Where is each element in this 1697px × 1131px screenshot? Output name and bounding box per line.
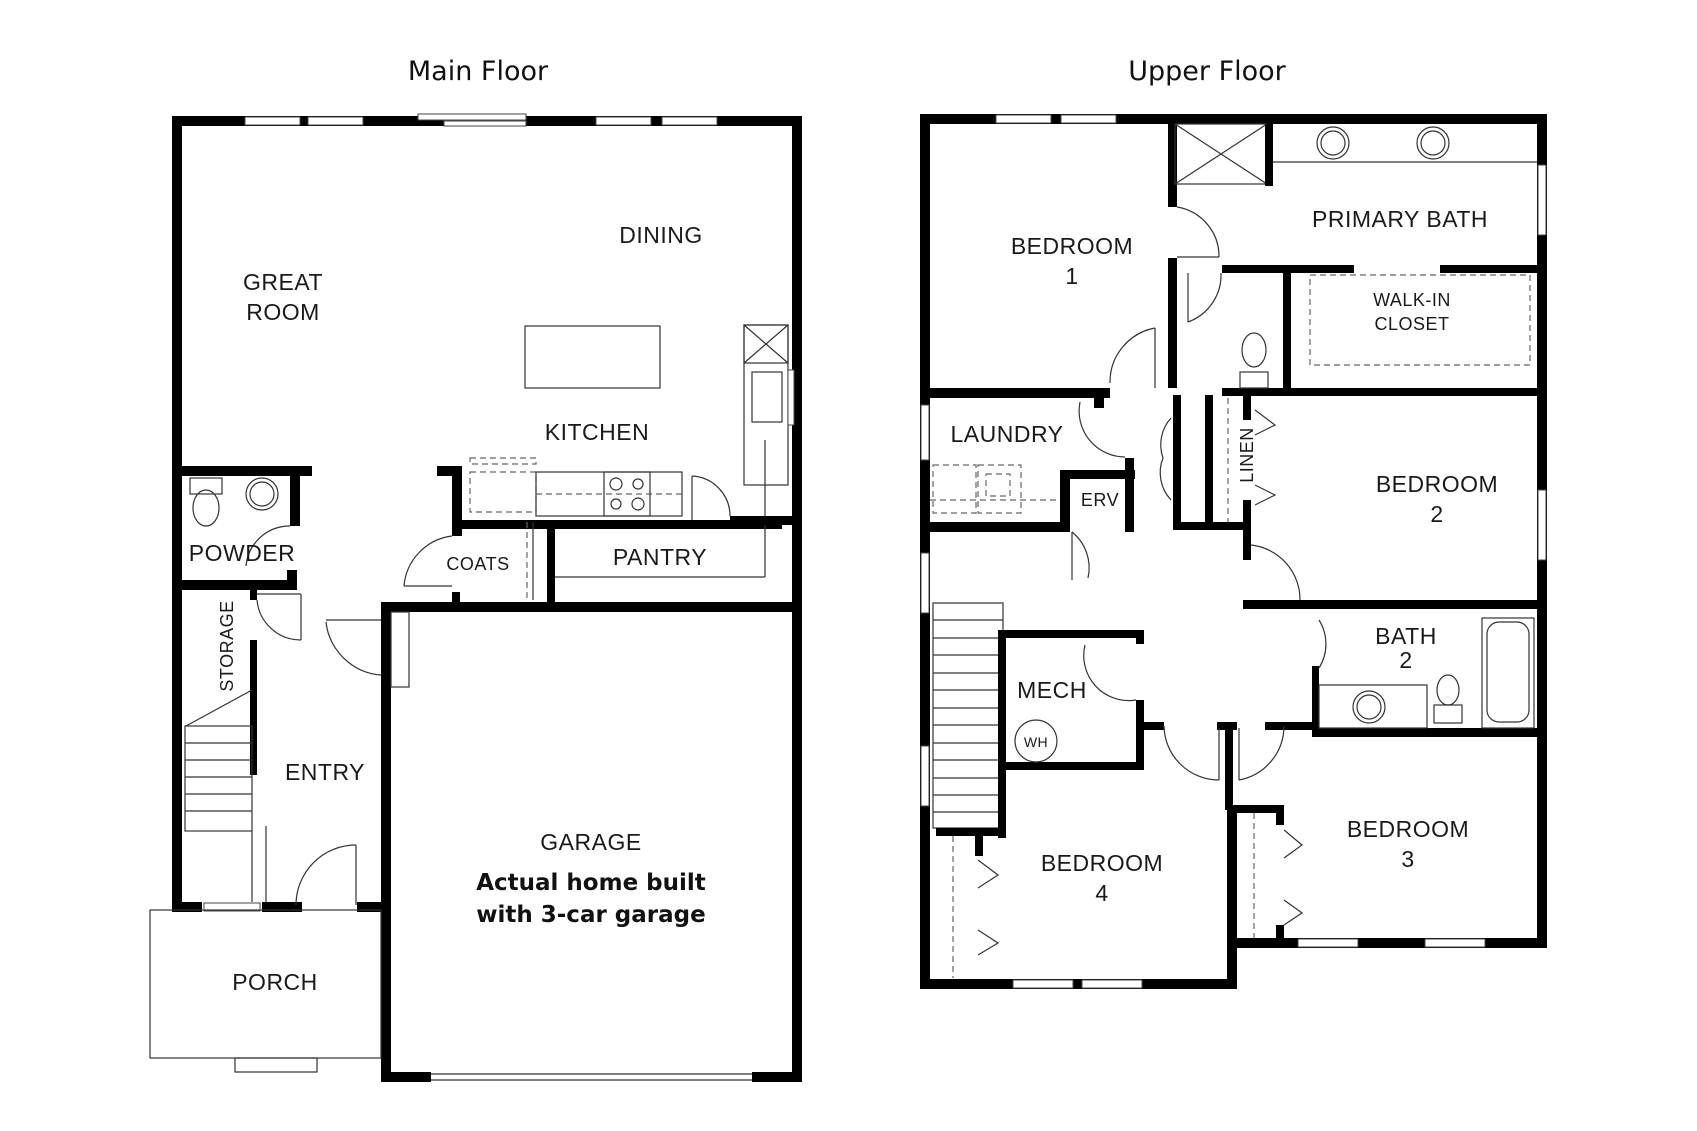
upper-floor-title: Upper Floor — [1128, 56, 1286, 87]
window — [307, 116, 364, 126]
stairs-main — [184, 725, 267, 902]
room-label-bedroom4-l1: BEDROOM — [1041, 850, 1163, 876]
room-label-laundry: LAUNDRY — [951, 421, 1064, 447]
room-label-erv: ERV — [1081, 490, 1119, 510]
wall — [172, 116, 182, 912]
room-label-pantry: PANTRY — [613, 544, 707, 570]
room-label-bedroom3-l2: 3 — [1401, 846, 1414, 872]
wall — [381, 602, 802, 612]
room-label-walk-in-l2: CLOSET — [1374, 314, 1449, 334]
water-heater-label: WH — [1024, 734, 1048, 750]
garage-note-line1: Actual home built — [476, 870, 706, 896]
room-label-walk-in-l1: WALK-IN — [1373, 290, 1451, 310]
room-label-great-room-l2: ROOM — [246, 299, 320, 325]
room-label-bedroom1-l1: BEDROOM — [1011, 233, 1133, 259]
wall — [752, 1072, 802, 1082]
garage-note-line2: with 3-car garage — [476, 902, 705, 928]
window — [787, 369, 795, 426]
room-label-bath2-l2: 2 — [1399, 647, 1412, 673]
bathtub — [1481, 617, 1535, 729]
room-label-kitchen: KITCHEN — [545, 419, 649, 445]
room-label-primary-bath: PRIMARY BATH — [1312, 206, 1488, 232]
sliding-door — [417, 113, 527, 121]
window — [661, 116, 718, 126]
room-label-bedroom3-l1: BEDROOM — [1347, 816, 1469, 842]
sink — [751, 371, 783, 423]
upper-floor-plan: Upper Floor BEDROOM 1 — [920, 56, 1547, 989]
toilet — [1241, 332, 1267, 368]
room-label-storage: STORAGE — [217, 600, 237, 691]
wall — [792, 116, 802, 1082]
window — [203, 902, 261, 912]
room-label-powder: POWDER — [189, 540, 296, 566]
room-label-coats: COATS — [446, 554, 509, 574]
room-label-bedroom2-l2: 2 — [1430, 501, 1443, 527]
cooktop — [603, 471, 651, 517]
room-label-garage: GARAGE — [540, 829, 641, 855]
room-label-porch: PORCH — [232, 969, 318, 995]
room-label-mech: MECH — [1017, 677, 1087, 703]
wall — [381, 1072, 431, 1082]
room-label-dining: DINING — [619, 222, 703, 248]
room-label-bedroom4-l2: 4 — [1095, 880, 1108, 906]
room-label-bedroom1-l2: 1 — [1065, 263, 1078, 289]
room-label-entry: ENTRY — [285, 759, 365, 785]
wall — [381, 602, 391, 1082]
water-heater — [1014, 719, 1058, 763]
room-label-great-room-l1: GREAT — [243, 269, 323, 295]
window — [244, 116, 301, 126]
main-floor-title: Main Floor — [408, 56, 549, 87]
stairs-upper — [932, 602, 1004, 829]
room-label-bath2-l1: BATH — [1375, 623, 1437, 649]
room-label-bedroom2-l1: BEDROOM — [1376, 471, 1498, 497]
main-floor-plan: Main Floor POWDER — [149, 56, 802, 1082]
window — [595, 116, 652, 126]
room-label-linen: LINEN — [1237, 427, 1257, 483]
kitchen-island — [524, 325, 661, 389]
